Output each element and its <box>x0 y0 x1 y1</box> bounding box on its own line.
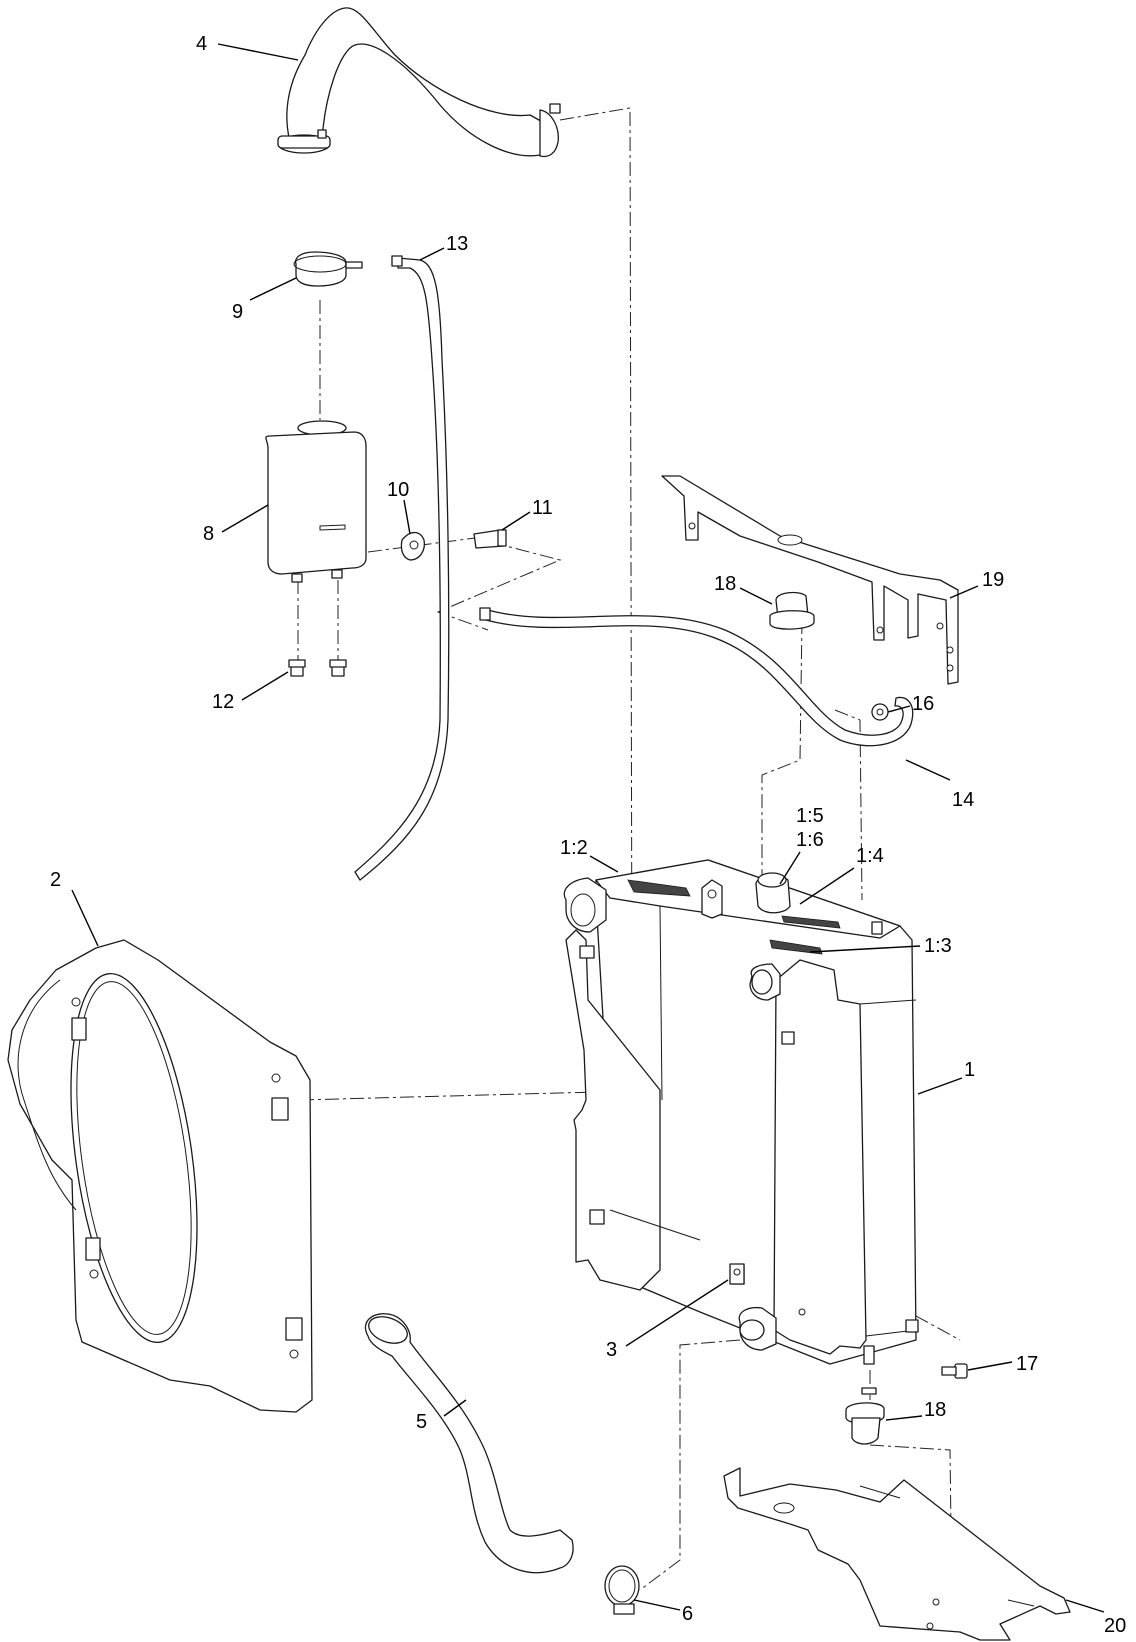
reservoir-screws <box>288 659 347 677</box>
callout-13: 13 <box>446 233 468 255</box>
radiator-assembly <box>563 859 919 1365</box>
small-hose-clamp <box>871 703 889 721</box>
upper-isolator-mount <box>769 591 815 630</box>
callout-labels: 4 9 13 8 10 11 12 18 19 16 14 1:5 1:6 1:… <box>50 33 1126 1637</box>
callout-14: 14 <box>952 789 974 811</box>
callout-1-6: 1:6 <box>796 829 824 851</box>
callout-18-lower: 18 <box>924 1399 946 1421</box>
callout-1-5: 1:5 <box>796 805 824 827</box>
callout-1: 1 <box>964 1059 975 1081</box>
callout-16: 16 <box>912 693 934 715</box>
callout-8: 8 <box>203 523 214 545</box>
callout-3: 3 <box>606 1339 617 1361</box>
callout-20: 20 <box>1104 1615 1126 1637</box>
leader-lines <box>71 43 1105 1613</box>
lower-hose-clamp <box>604 1565 640 1615</box>
lower-isolator-mount <box>845 1387 885 1445</box>
callout-2: 2 <box>50 869 61 891</box>
callout-5: 5 <box>416 1411 427 1433</box>
coolant-reservoir <box>265 420 367 583</box>
radiator-clip <box>729 1263 745 1285</box>
side-bolt <box>941 1363 968 1379</box>
callout-1-4: 1:4 <box>856 845 884 867</box>
return-hose <box>479 607 914 747</box>
callout-19: 19 <box>982 569 1004 591</box>
upper-mount-bracket <box>661 475 959 685</box>
callout-12: 12 <box>212 691 234 713</box>
upper-radiator-hose <box>277 7 561 158</box>
overflow-hose <box>354 255 450 881</box>
reservoir-cap <box>293 251 363 287</box>
callout-1-3: 1:3 <box>924 935 952 957</box>
callout-10: 10 <box>387 479 409 501</box>
callout-17: 17 <box>1016 1353 1038 1375</box>
callout-6: 6 <box>682 1603 693 1625</box>
lower-radiator-hose <box>364 1313 574 1574</box>
callout-11: 11 <box>532 497 553 519</box>
callout-9: 9 <box>232 301 243 323</box>
callout-1-2: 1:2 <box>560 837 588 859</box>
callout-18-upper: 18 <box>714 573 736 595</box>
grommet-and-fitting <box>400 529 507 561</box>
fan-shroud <box>7 939 313 1413</box>
callout-4: 4 <box>196 33 207 55</box>
lower-mount-bracket <box>723 1467 1071 1641</box>
